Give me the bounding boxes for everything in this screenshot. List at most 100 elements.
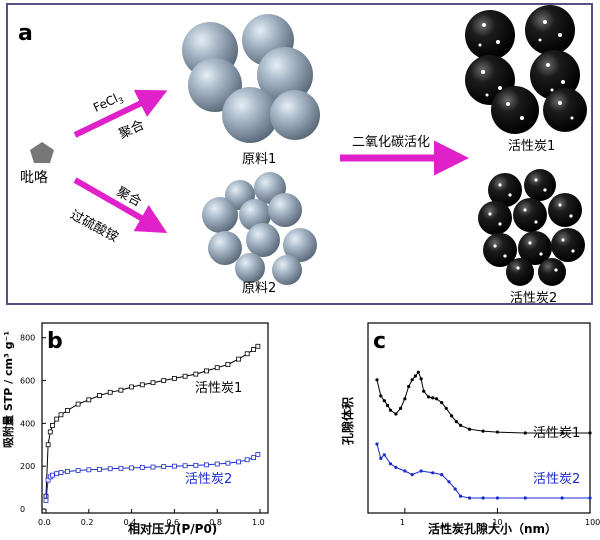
- panel-b-point: [75, 468, 81, 473]
- panel-c-point: [481, 429, 485, 433]
- panel-c-xtick-label: 100: [585, 518, 600, 527]
- panel-b-ytick-label: 200: [20, 462, 35, 471]
- panel-b-point: [86, 397, 92, 403]
- panel-b-xtick-label: 0.4: [124, 518, 137, 527]
- panel-c-xtick-label: 10: [492, 518, 502, 527]
- panel-c-point: [394, 465, 398, 469]
- panel-b-ytick-label: 0: [20, 505, 25, 514]
- panel-c-point: [523, 431, 527, 435]
- panel-b-xtick-label: 0.2: [81, 518, 94, 527]
- panel-c-point: [422, 389, 426, 393]
- panel-b-series1-label: 活性炭1: [195, 381, 242, 396]
- panel-b-point: [54, 471, 60, 477]
- panel-b-point: [50, 423, 55, 428]
- carbon2-label: 活性炭2: [510, 291, 557, 306]
- panel-c-point: [419, 377, 423, 381]
- panel-c-series-line: [376, 443, 590, 499]
- panel-b-point: [139, 465, 145, 470]
- panel-b-point: [65, 469, 70, 474]
- panel-c-point: [407, 384, 411, 389]
- panel-b-point: [244, 457, 250, 463]
- panel-b-point: [65, 408, 70, 413]
- panel-b-point: [118, 387, 124, 393]
- panel-b-point: [182, 463, 188, 469]
- panel-b-point: [86, 467, 92, 473]
- panel-b-point: [214, 365, 220, 371]
- panel-b-xtick-label: 0.0: [38, 518, 51, 527]
- panel-b-point: [251, 347, 256, 352]
- panel-c-series1-label: 活性炭1: [533, 426, 580, 441]
- panel-c-point: [454, 420, 458, 424]
- panel-b-point: [193, 371, 199, 377]
- activated-carbon-1-cluster: [465, 5, 587, 134]
- panel-c-point: [394, 412, 398, 416]
- panel-b-ytick-label: 600: [20, 377, 35, 386]
- panel-b-point: [54, 416, 60, 422]
- panel-b-point: [58, 470, 64, 476]
- panel-b-point: [97, 466, 102, 472]
- panel-b-point: [150, 464, 156, 470]
- panel-b-axes-frame: [41, 322, 269, 514]
- panel-b-point: [58, 412, 64, 418]
- panel-c-point: [375, 378, 379, 382]
- panel-c-point: [385, 403, 390, 408]
- panel-b-xtick-label: 0.8: [209, 518, 222, 527]
- pyrrole-icon: [30, 142, 54, 163]
- panel-c-xlabel: 活性炭孔隙大小（nm）: [428, 521, 557, 536]
- panel-c-point: [410, 378, 414, 382]
- panel-b-point: [161, 378, 167, 383]
- raw-material-2-cluster: [202, 172, 317, 285]
- panel-c-point: [388, 408, 393, 412]
- raw-material-1-cluster: [182, 14, 320, 143]
- panel-b-point: [50, 472, 55, 478]
- panel-b-point: [75, 401, 81, 407]
- panel-c-point: [399, 406, 403, 410]
- panel-c-point: [440, 473, 444, 477]
- panel-c-point: [453, 487, 457, 491]
- panel-b-point: [107, 466, 113, 472]
- panel-b-point: [204, 462, 209, 468]
- panel-c-point: [403, 469, 407, 473]
- panel-c-point: [495, 430, 500, 434]
- panel-c-point: [444, 406, 448, 410]
- panel-c-point: [388, 462, 393, 466]
- panel-c-point: [467, 427, 472, 431]
- panel-c-point: [450, 414, 454, 418]
- panel-c-point: [382, 453, 386, 457]
- panel-c-point: [447, 480, 451, 484]
- panel-c-letter: c: [373, 329, 386, 354]
- panel-c-point: [560, 496, 564, 500]
- panel-c-point: [379, 394, 383, 398]
- panel-c-series2-label: 活性炭2: [533, 472, 580, 487]
- panel-b-point: [45, 442, 51, 448]
- panel-b-point: [118, 465, 124, 471]
- panel-b-point: [171, 463, 177, 469]
- panel-b-point: [97, 393, 102, 398]
- panel-b-point: [255, 343, 261, 349]
- panel-c-point: [481, 496, 485, 500]
- panel-b-point: [244, 351, 250, 357]
- panel-c-point: [458, 494, 463, 498]
- panel-b-point: [107, 389, 113, 395]
- panel-c-point: [495, 496, 500, 500]
- panel-c-point: [419, 469, 423, 473]
- panel-b-point: [171, 375, 177, 381]
- panel-b-point: [129, 465, 135, 471]
- panel-c-point: [523, 496, 527, 500]
- carbon1-label: 活性炭1: [508, 139, 555, 154]
- panel-b-point: [225, 460, 231, 466]
- panel-c-point: [588, 496, 592, 500]
- panel-c-axes-frame: [367, 322, 591, 514]
- panel-b-point: [43, 498, 49, 503]
- panel-b-xtick-label: 1.0: [252, 518, 265, 527]
- panel-b-point: [204, 368, 209, 374]
- panel-b-xlabel: 相对压力(P/P0): [128, 521, 217, 536]
- activation-label: 二氧化碳活化: [352, 135, 430, 150]
- panel-c-ylabel: 孔隙体积: [340, 397, 355, 445]
- raw1-label: 原料1: [242, 152, 276, 167]
- panel-c-point: [413, 374, 417, 378]
- panel-a-letter: a: [18, 21, 33, 46]
- panel-c-point: [588, 431, 592, 435]
- panel-c-point: [416, 370, 420, 374]
